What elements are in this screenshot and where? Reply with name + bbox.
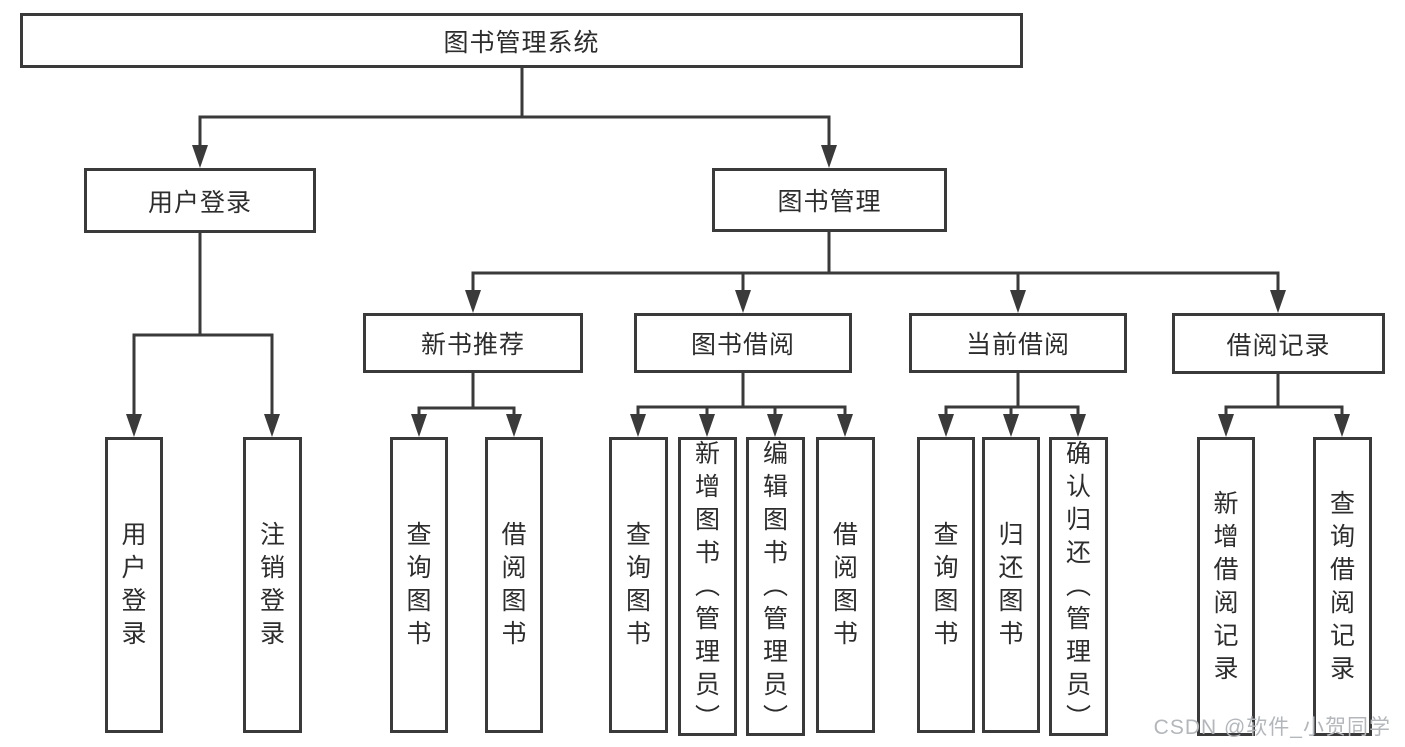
csdn-watermark: CSDN @软件_小贺同学 [1153, 716, 1391, 739]
arrowhead-down-icon [126, 414, 142, 437]
leaf-add-books-admin: 新增图书︵管理员︶ [678, 437, 737, 736]
node-user-login: 用户登录 [84, 168, 316, 233]
node-new-book-recommendation: 新书推荐 [363, 313, 583, 373]
node-book-management: 图书管理 [712, 168, 947, 232]
node-label: 当前借阅 [965, 331, 1070, 359]
arrowhead-down-icon [735, 290, 751, 313]
arrowhead-down-icon [465, 290, 481, 313]
leaf-query-borrow-record: 查询借阅记录 [1313, 437, 1372, 736]
leaf-confirm-return-admin: 确认归还︵管理员︶ [1049, 437, 1108, 736]
arrowhead-down-icon [1334, 414, 1350, 437]
leaf-edit-books-admin: 编辑图书︵管理员︶ [746, 437, 805, 736]
arrowhead-down-icon [1070, 414, 1086, 437]
leaf-label: 借阅图书 [832, 521, 858, 648]
node-current-borrowing: 当前借阅 [909, 313, 1127, 373]
arrowhead-down-icon [1010, 290, 1026, 313]
leaf-label: 确认归还︵管理员︶ [1065, 440, 1091, 732]
leaf-query-books-current: 查询图书 [917, 437, 975, 733]
leaf-label: 编辑图书︵管理员︶ [762, 440, 788, 732]
node-book-borrowing: 图书借阅 [634, 313, 852, 373]
arrowhead-down-icon [192, 145, 208, 168]
arrowhead-down-icon [1003, 414, 1019, 437]
arrowhead-down-icon [630, 414, 646, 437]
leaf-label: 查询借阅记录 [1329, 489, 1355, 683]
arrowhead-down-icon [506, 414, 522, 437]
leaf-label: 查询图书 [933, 521, 959, 648]
arrowhead-down-icon [767, 414, 783, 437]
arrowhead-down-icon [938, 414, 954, 437]
leaf-label: 新增借阅记录 [1213, 489, 1239, 683]
leaf-label: 用户登录 [121, 521, 147, 648]
node-label: 图书管理 [777, 188, 882, 216]
leaf-label: 借阅图书 [501, 521, 527, 648]
leaf-label: 查询图书 [406, 521, 432, 648]
leaf-label: 注销登录 [259, 521, 285, 648]
leaf-user-login: 用户登录 [105, 437, 163, 733]
leaf-logout: 注销登录 [243, 437, 302, 733]
arrowhead-down-icon [821, 145, 837, 168]
leaf-borrow-books: 借阅图书 [816, 437, 875, 733]
arrowhead-down-icon [411, 414, 427, 437]
node-library-management-system: 图书管理系统 [20, 13, 1023, 68]
node-label: 图书借阅 [690, 331, 795, 359]
node-label: 新书推荐 [420, 331, 525, 359]
leaf-borrow-books-recommend: 借阅图书 [485, 437, 543, 733]
arrowhead-down-icon [264, 414, 280, 437]
leaf-return-books: 归还图书 [982, 437, 1040, 733]
leaf-query-books-borrow: 查询图书 [609, 437, 668, 733]
arrowhead-down-icon [699, 414, 715, 437]
leaf-add-borrow-record: 新增借阅记录 [1197, 437, 1255, 736]
arrowhead-down-icon [837, 414, 853, 437]
leaf-label: 归还图书 [998, 521, 1024, 648]
leaf-label: 查询图书 [625, 521, 651, 648]
arrowhead-down-icon [1218, 414, 1234, 437]
node-label: 用户登录 [147, 188, 252, 217]
arrowhead-down-icon [1270, 290, 1286, 313]
leaf-label: 新增图书︵管理员︶ [694, 440, 720, 732]
node-borrowing-records: 借阅记录 [1172, 313, 1385, 374]
node-label: 图书管理系统 [443, 28, 600, 57]
leaf-query-books-recommend: 查询图书 [390, 437, 448, 733]
node-label: 借阅记录 [1226, 331, 1331, 360]
